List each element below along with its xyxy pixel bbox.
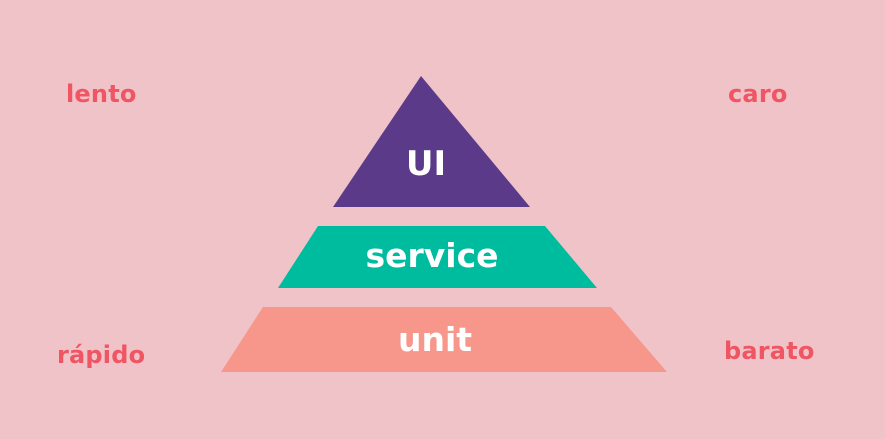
- layer-unit-shape: [221, 307, 667, 372]
- label-caro: caro: [728, 80, 788, 108]
- label-rapido: rápido: [57, 341, 146, 369]
- layer-ui-shape: [333, 76, 530, 207]
- layer-unit-label: unit: [398, 320, 472, 359]
- layer-ui-label: UI: [406, 144, 446, 184]
- layer-service-label: service: [365, 236, 498, 275]
- label-lento: lento: [66, 80, 137, 108]
- layer-service-shape: [278, 226, 597, 288]
- label-barato: barato: [724, 337, 815, 365]
